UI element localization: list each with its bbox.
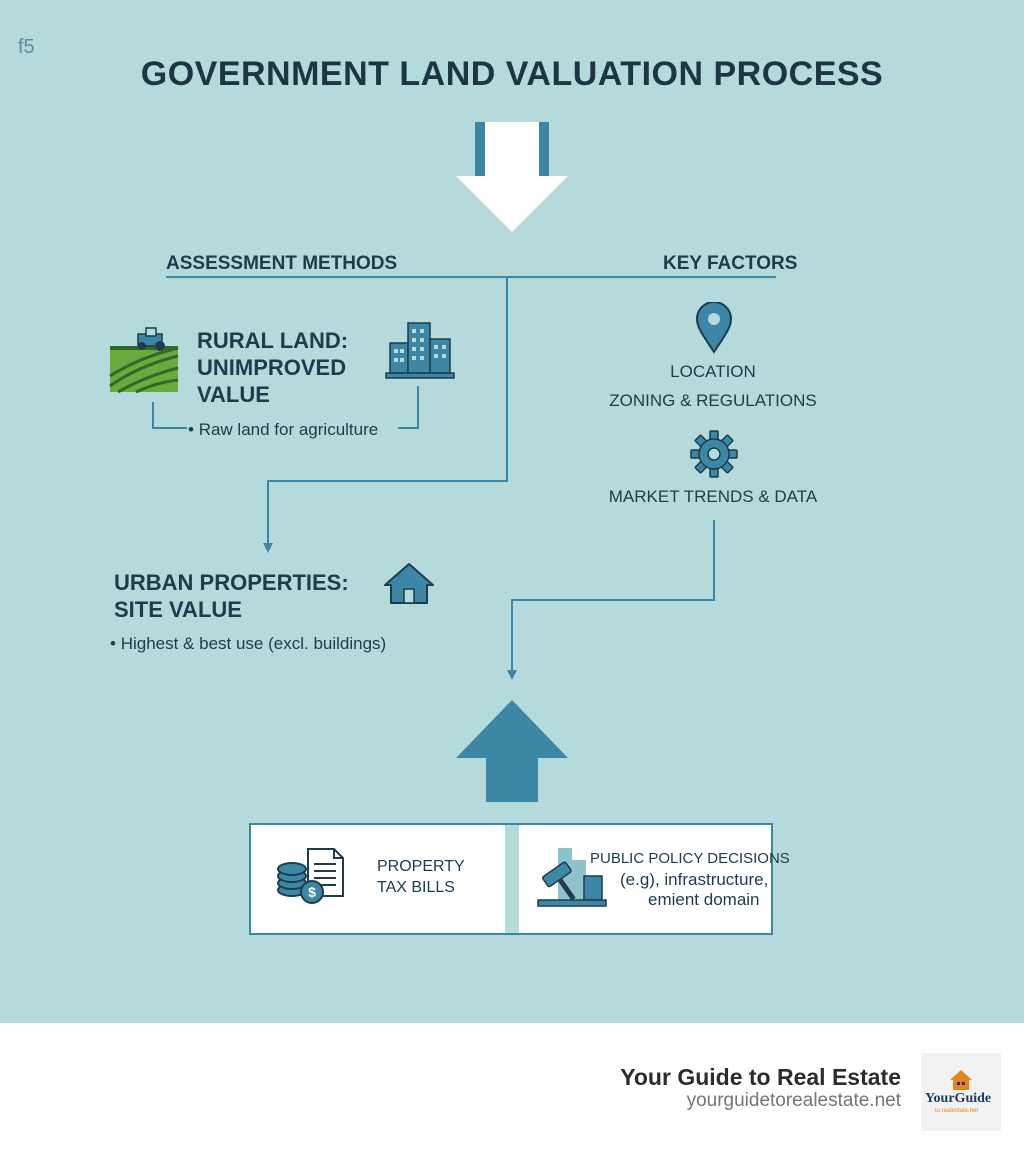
gavel-buildings-icon <box>537 848 607 907</box>
city-buildings-icon <box>385 322 455 379</box>
house-icon <box>384 563 434 604</box>
corner-mark: f5 <box>18 36 35 58</box>
rural-land-title-line3: VALUE <box>197 382 270 407</box>
diagram-canvas: f5 GOVERNMENT LAND VALUATION PROCESS ASS… <box>0 0 1024 1023</box>
svg-text:$: $ <box>308 884 316 900</box>
footer-brand-title: Your Guide to Real Estate <box>620 1064 901 1090</box>
public-policy-label-line3: emient domain <box>648 890 760 909</box>
page-title: GOVERNMENT LAND VALUATION PROCESS <box>140 55 884 93</box>
brand-logo: YourGuide to realestate.net <box>921 1053 1001 1131</box>
rural-land-title: RURAL LAND: <box>197 328 349 353</box>
gear-icon <box>690 430 738 478</box>
urban-bullet: • Highest & best use (excl. buildings) <box>110 634 386 654</box>
logo-wordmark: YourGuide <box>925 1091 992 1106</box>
public-policy-label-line2: (e.g), infrastructure, <box>620 870 769 889</box>
urban-properties-title: URBAN PROPERTIES: <box>114 570 349 595</box>
factor-market-trends: MARKET TRENDS & DATA <box>608 487 818 506</box>
bullet-dot-icon: • <box>188 420 199 439</box>
assessment-methods-heading: ASSESSMENT METHODS <box>166 253 398 274</box>
rural-bullet-text: Raw land for agriculture <box>198 420 379 439</box>
urban-bullet-text: Highest & best use (excl. buildings) <box>120 634 387 653</box>
logo-house-icon <box>950 1070 972 1090</box>
tax-bills-label-line2: TAX BILLS <box>377 879 455 896</box>
key-factors-heading: KEY FACTORS <box>663 253 798 274</box>
footer-url[interactable]: yourguidetorealestate.net <box>686 1090 901 1111</box>
urban-properties-title-line2: SITE VALUE <box>114 597 242 622</box>
up-arrow-icon <box>456 700 568 802</box>
location-pin-icon <box>695 302 733 354</box>
rural-bracket-left <box>152 402 187 429</box>
field-tractor-icon <box>109 327 179 394</box>
logo-subtext: to realestate.net <box>935 1108 979 1114</box>
coins-document-icon: $ <box>277 848 344 904</box>
factors-connector <box>511 520 715 672</box>
rural-land-title-line2: UNIMPROVED <box>197 355 347 380</box>
urban-arrowhead <box>263 543 273 553</box>
down-arrow-icon <box>456 122 568 232</box>
bullet-dot-icon: • <box>110 634 121 653</box>
rural-bracket-right <box>398 386 419 429</box>
public-policy-label: PUBLIC POLICY DECISIONS <box>590 850 790 867</box>
connector-layer <box>152 122 776 802</box>
rural-bullet: • Raw land for agriculture <box>188 420 378 440</box>
factor-location: LOCATION <box>670 362 756 381</box>
outcomes-box <box>249 823 773 935</box>
trunk-connector <box>267 277 508 548</box>
factor-zoning: ZONING & REGULATIONS <box>609 391 817 410</box>
tax-bills-label: PROPERTY <box>377 858 465 875</box>
factors-arrowhead <box>507 670 517 680</box>
